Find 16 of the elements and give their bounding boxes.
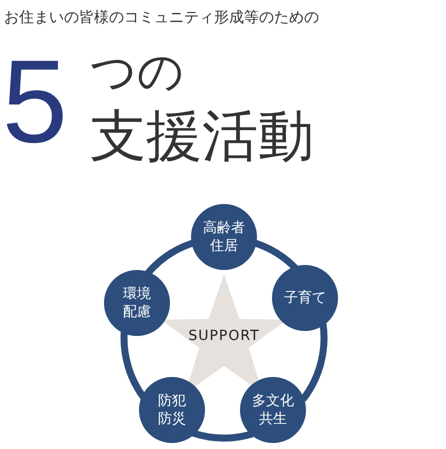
- topic-label: 防犯防災: [158, 392, 186, 428]
- topic-circle: [272, 265, 338, 331]
- subtitle: お住まいの皆様のコミュニティ形成等のための: [4, 8, 319, 27]
- big-number: 5: [2, 46, 68, 158]
- topic-label: 子育て: [284, 288, 326, 308]
- topic-circle: [240, 377, 306, 443]
- heading-text: つの: [90, 46, 184, 97]
- heading-text: 支援活動: [90, 106, 314, 168]
- ring-connector: [192, 430, 254, 442]
- ring-connector: [120, 330, 146, 400]
- center-label: SUPPORT: [188, 328, 260, 344]
- topic-circle: [139, 377, 205, 443]
- topic-label: 多文化共生: [252, 392, 294, 428]
- topic-label: 高齢者住居: [203, 218, 245, 256]
- topic-label: 環境配慮: [123, 284, 151, 322]
- ring-connector: [300, 322, 328, 402]
